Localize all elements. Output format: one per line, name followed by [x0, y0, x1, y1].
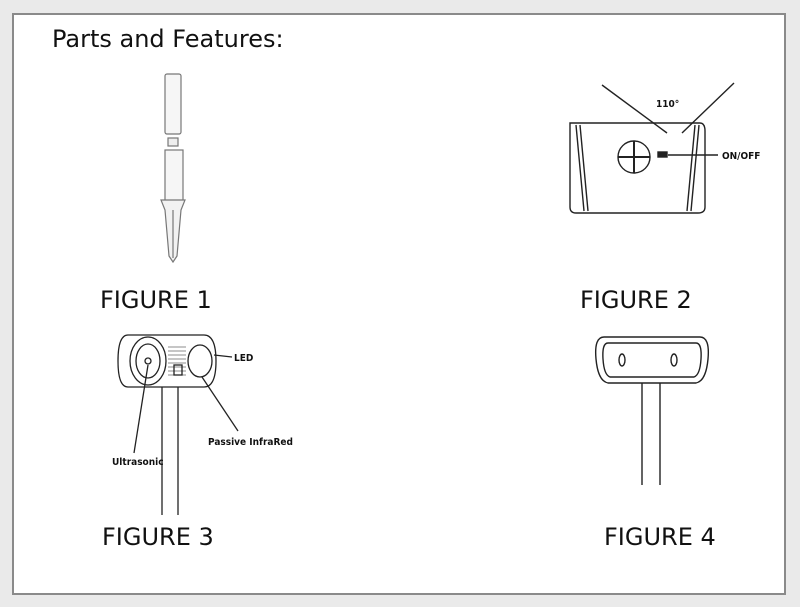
page-title: Parts and Features: — [52, 25, 284, 53]
figure-4-label: FIGURE 4 — [604, 523, 716, 551]
led-label: LED — [234, 353, 253, 364]
figure-4-drawing — [594, 336, 710, 485]
figure-1-label: FIGURE 1 — [100, 286, 212, 314]
figure-2-label: FIGURE 2 — [580, 286, 692, 314]
on-off-label: ON/OFF — [722, 151, 760, 162]
figure-3-label: FIGURE 3 — [102, 523, 214, 551]
ultrasonic-label: Ultrasonic — [112, 457, 164, 468]
figure-2-drawing: 110° ON/OFF — [569, 82, 760, 214]
passive-infrared-label: Passive InfraRed — [208, 437, 293, 448]
angle-110-label: 110° — [656, 99, 679, 110]
document-frame: Parts and Features: FIGURE 1 110° — [12, 13, 786, 595]
figure-1-drawing — [160, 73, 186, 264]
figure-3-drawing: LED Passive InfraRed Ultrasonic — [112, 334, 293, 515]
